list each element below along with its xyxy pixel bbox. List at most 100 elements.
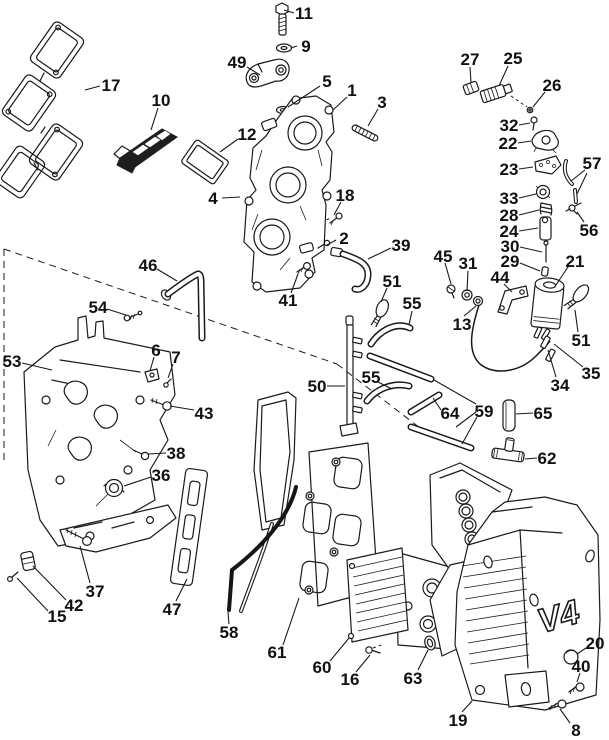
callout-leader-28 (518, 209, 540, 216)
callout-leader-9 (290, 45, 298, 49)
callout-leader-32 (518, 122, 531, 126)
callout-label-27: 27 (461, 50, 480, 69)
callout-leader-26 (532, 91, 546, 108)
callout-label-43: 43 (195, 404, 214, 423)
callout-label-39: 39 (392, 236, 411, 255)
callout-leader-6 (149, 356, 155, 372)
callout-leader-38 (147, 452, 167, 455)
part-59-tube-icon (407, 423, 475, 452)
part-15-screw-icon (6, 571, 19, 582)
part-54-fitting-icon (123, 310, 143, 322)
callout-label-11: 11 (295, 4, 313, 23)
callout-label-58: 58 (220, 623, 239, 642)
part-49-lever-icon (245, 58, 290, 88)
callout-label-59: 59 (475, 402, 494, 421)
callout-leader-55 (408, 310, 413, 326)
part-40-screw-icon (568, 682, 585, 695)
callout-label-45: 45 (434, 247, 453, 266)
part-3-stud-icon (351, 124, 379, 142)
callout-label-49: 49 (228, 53, 247, 72)
callout-leader-62 (524, 457, 538, 460)
part-24-plunger-icon (539, 216, 552, 241)
part-57-tube-icon (562, 159, 578, 204)
callout-label-65: 65 (534, 404, 553, 423)
part-22-pump-body-icon (531, 129, 559, 154)
callout-leader-36 (123, 476, 152, 487)
callout-leader-39 (367, 247, 392, 260)
callout-label-3: 3 (377, 93, 386, 112)
callout-label-31: 31 (459, 254, 478, 273)
callout-leader-61 (282, 597, 300, 646)
part-55-hose-upper-icon (367, 322, 414, 348)
part-44-bracket-icon (497, 285, 529, 315)
callout-label-51: 51 (572, 331, 591, 350)
part-36-grommet-icon (103, 478, 125, 498)
part-41-bolt-icon (296, 262, 312, 275)
part-28-spring-icon (539, 202, 553, 216)
part-25-valve-icon (479, 83, 513, 104)
part-27-cap-icon (462, 80, 480, 96)
part-6-clip-icon (144, 368, 160, 383)
callout-leader-34 (547, 349, 557, 378)
callout-label-1: 1 (347, 81, 356, 100)
callout-leader-60 (329, 637, 350, 662)
callout-leader-22 (517, 140, 532, 144)
part-12-gasket-icon (181, 139, 229, 185)
callout-label-40: 40 (572, 657, 591, 676)
callout-label-63: 63 (404, 669, 423, 688)
callout-label-7: 7 (171, 348, 180, 367)
callout-leader-25 (498, 65, 509, 87)
callout-label-6: 6 (151, 341, 160, 360)
callout-leader-3 (367, 108, 379, 127)
callout-label-53: 53 (3, 352, 22, 371)
callout-label-17: 17 (102, 76, 121, 95)
part-51-clamp-left-icon (370, 299, 389, 328)
callout-leader-29 (519, 262, 541, 272)
part-34-connector-icon (540, 335, 551, 349)
callout-label-25: 25 (504, 49, 523, 68)
callout-label-13: 13 (453, 315, 472, 334)
callout-leader-59 (455, 411, 477, 428)
callout-label-60: 60 (313, 658, 332, 677)
callout-label-18: 18 (336, 186, 355, 205)
callout-leader-11 (283, 9, 295, 14)
part-30-pin-icon (543, 240, 549, 263)
callout-leader-31 (466, 270, 469, 292)
callout-label-55: 55 (362, 368, 381, 387)
callout-label-4: 4 (208, 189, 218, 208)
part-38-screw-icon (132, 449, 150, 461)
callout-leader-18 (333, 201, 342, 216)
callout-label-32: 32 (500, 116, 519, 135)
callout-label-55: 55 (403, 294, 422, 313)
callout-label-26: 26 (543, 76, 562, 95)
callout-label-41: 41 (279, 291, 298, 310)
part-65-sleeve-icon (502, 399, 516, 432)
callout-leader-30 (519, 246, 543, 253)
callout-leader-65 (515, 412, 534, 415)
part-26-ball-icon (526, 106, 534, 114)
part-50-bracket-icon (339, 315, 363, 437)
part-8-screw-icon (548, 699, 567, 711)
callout-label-36: 36 (152, 466, 171, 485)
callout-leader-44 (503, 283, 513, 293)
callout-leader-19 (461, 700, 473, 713)
callout-label-2: 2 (339, 229, 348, 248)
part-11-bolt-icon (275, 2, 289, 36)
callout-leader-1 (332, 96, 348, 111)
part-51-clamp-right-icon (563, 284, 590, 310)
callout-leader-47 (175, 578, 188, 602)
callout-leader-45 (444, 262, 452, 285)
callout-label-35: 35 (582, 364, 601, 383)
callout-label-8: 8 (571, 721, 580, 740)
callout-leader-7 (167, 363, 174, 379)
callout-leader-59 (433, 379, 477, 405)
callout-leader-43 (169, 405, 195, 411)
callout-label-38: 38 (167, 444, 186, 463)
callout-leader-5 (287, 85, 321, 108)
part-58-fuel-line-icon (227, 485, 298, 612)
callout-label-24: 24 (500, 222, 519, 241)
part-43-bolt-icon (150, 397, 172, 411)
